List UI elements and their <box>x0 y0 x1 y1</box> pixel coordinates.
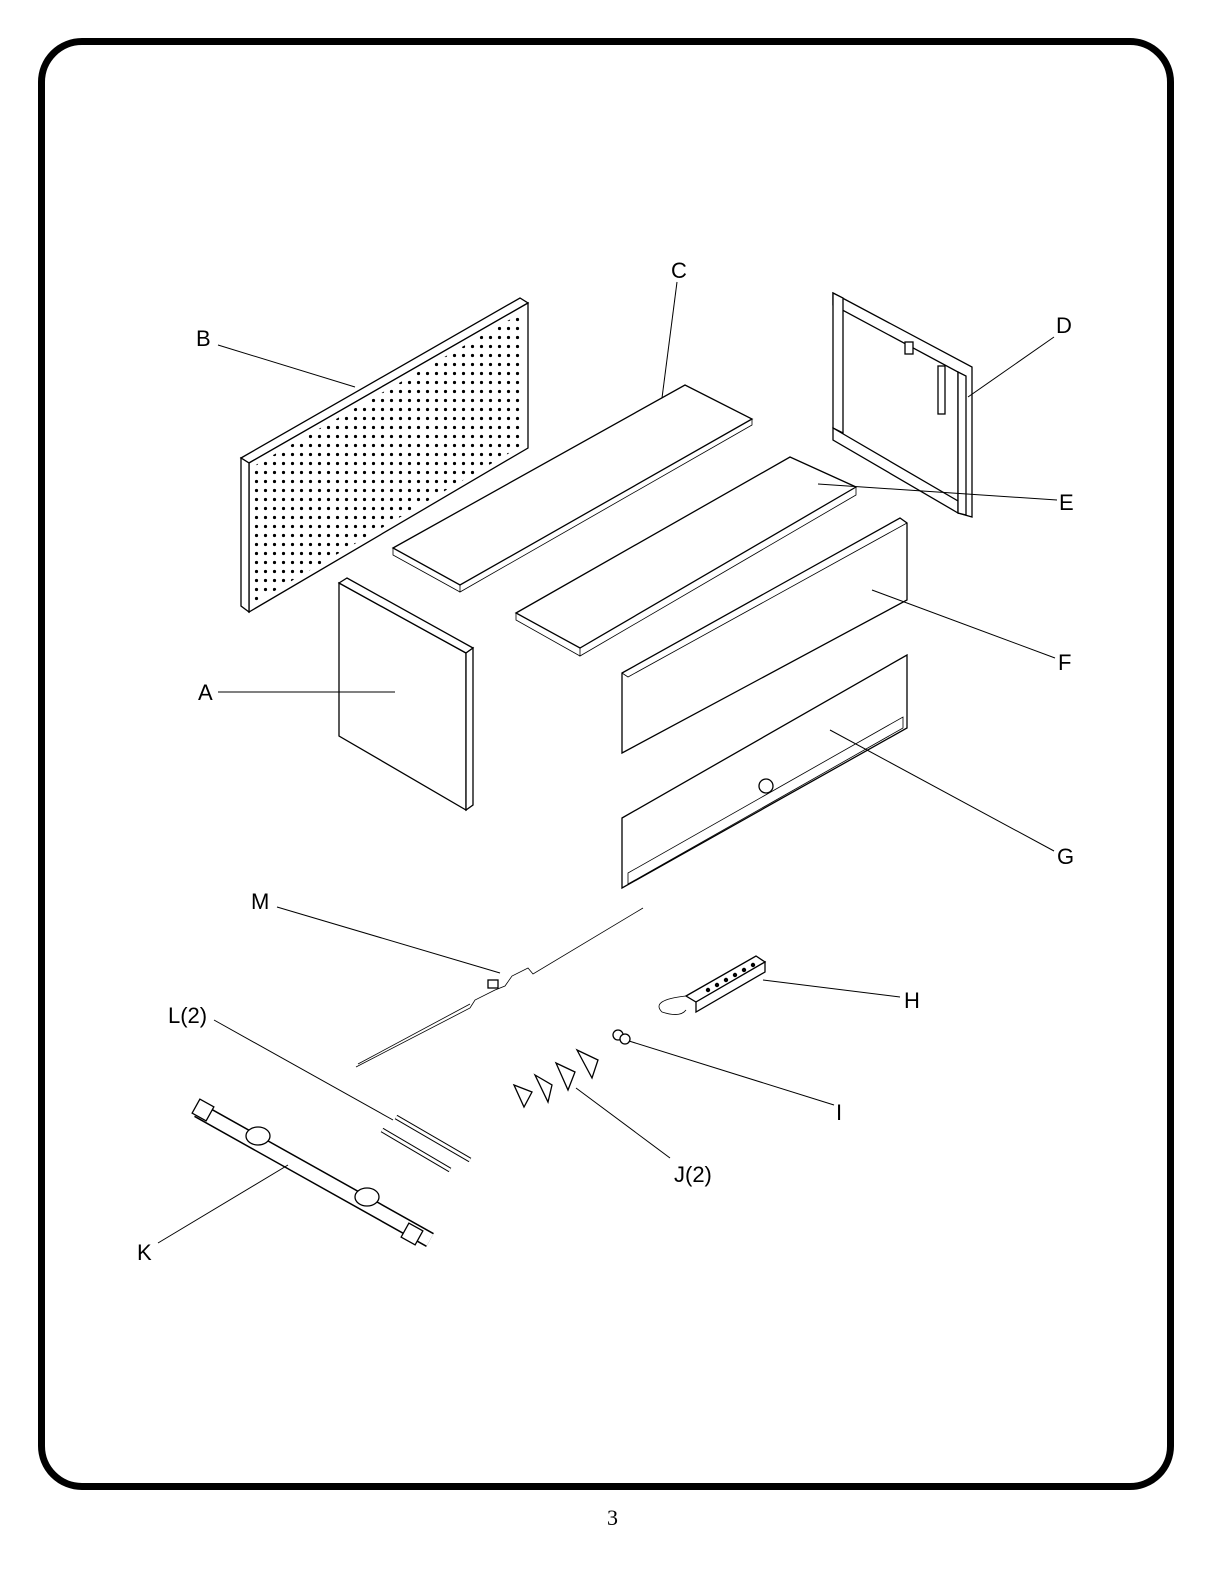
label-i: I <box>836 1100 842 1125</box>
leader-lines <box>158 282 1057 1243</box>
label-m: M <box>251 889 269 914</box>
label-k: K <box>137 1240 152 1265</box>
part-h-power-strip <box>659 956 765 1015</box>
label-g: G <box>1057 844 1074 869</box>
label-c: C <box>671 258 687 283</box>
label-l: L(2) <box>168 1003 207 1028</box>
part-d-side-frame <box>833 293 972 517</box>
part-k-light-tube <box>192 1099 430 1245</box>
label-h: H <box>904 988 920 1013</box>
label-j: J(2) <box>674 1162 712 1187</box>
page-number: 3 <box>0 1505 1225 1531</box>
label-d: D <box>1056 313 1072 338</box>
label-b: B <box>196 326 211 351</box>
part-i-connector <box>613 1030 630 1044</box>
part-a-side-panel <box>339 578 473 810</box>
part-j-brackets <box>514 1050 598 1107</box>
label-a: A <box>198 680 213 705</box>
part-m-rod <box>356 908 643 1067</box>
label-e: E <box>1059 490 1074 515</box>
part-l-gas-springs <box>382 1117 470 1170</box>
label-f: F <box>1058 650 1071 675</box>
